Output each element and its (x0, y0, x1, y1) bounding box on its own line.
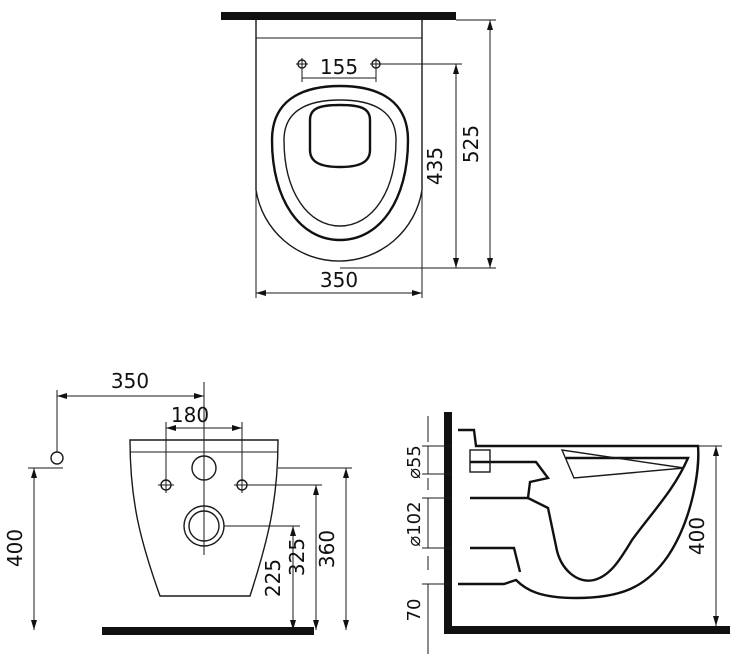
side-view-bowl-inner (470, 456, 690, 582)
front-inlet-height-label: 360 (315, 530, 339, 568)
front-height-label: 400 (3, 529, 27, 567)
top-width-label: 350 (320, 268, 358, 292)
front-width-label: 350 (111, 369, 149, 393)
seat-outer (270, 84, 410, 242)
side-view-wall (444, 412, 452, 630)
side-outlet-diameter-label: ⌀102 (404, 501, 425, 546)
front-view-floor (102, 627, 314, 635)
top-view-wall (221, 12, 456, 20)
front-view: 180 350 400 225 325 360 (3, 369, 352, 635)
top-overall-depth-label: 525 (459, 125, 483, 163)
top-bolt-spacing-label: 155 (320, 55, 358, 79)
side-view-floor (444, 626, 730, 634)
front-view-body (129, 439, 279, 597)
top-depth-label: 435 (423, 147, 447, 185)
inlet-opening (191, 455, 217, 481)
supply-pipe-marker (50, 451, 64, 465)
side-height-label: 400 (685, 517, 709, 555)
front-bolt-spacing-label: 180 (171, 403, 209, 427)
bolt-marker-left (296, 58, 308, 70)
side-floor-clearance-label: 70 (404, 599, 425, 622)
side-inlet-diameter-label: ⌀55 (404, 445, 425, 479)
seat-inner (283, 99, 397, 227)
side-view-outlet-pipe (470, 496, 528, 573)
top-view-outline (255, 20, 423, 262)
top-view: 155 350 435 525 (221, 12, 496, 298)
front-bolt-height-label: 325 (285, 538, 309, 576)
side-view: ⌀55 ⌀102 70 400 (404, 412, 730, 654)
side-view-rim-detail (560, 449, 685, 479)
front-outlet-height-label: 225 (261, 559, 285, 597)
bowl-opening (308, 103, 372, 169)
outlet-opening-inner (188, 510, 220, 542)
side-view-inlet-connector (469, 449, 491, 473)
side-view-bowl-outer (458, 428, 700, 600)
